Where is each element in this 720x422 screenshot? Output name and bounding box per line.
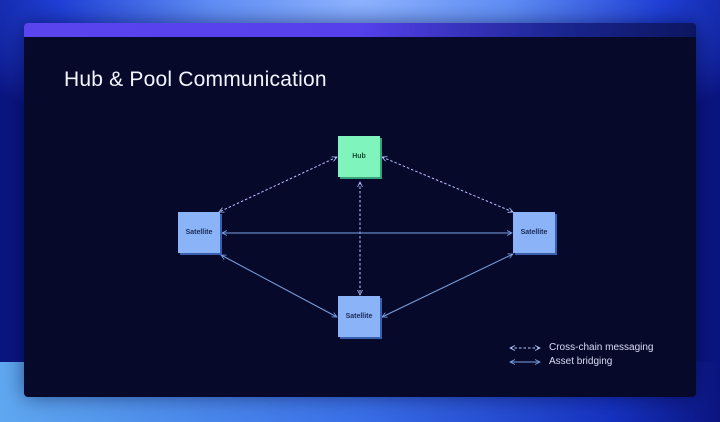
page-title: Hub & Pool Communication [64,68,327,91]
legend-asset-bridging: Asset bridging [549,356,613,367]
right-bottom-bridging-line [382,254,513,317]
satellite-node-bottom: Satellite [338,296,380,337]
left-bottom-bridging-line [221,254,337,318]
satellite-node-right: Satellite [513,212,555,253]
slide-top-bar [24,23,696,37]
hub-node: Hub [338,136,380,177]
legend-cross-chain-messaging: Cross-chain messaging [549,342,654,353]
hub-left-messaging-line [219,157,337,212]
hub-right-messaging-line [382,157,513,212]
satellite-node-left: Satellite [178,212,220,253]
